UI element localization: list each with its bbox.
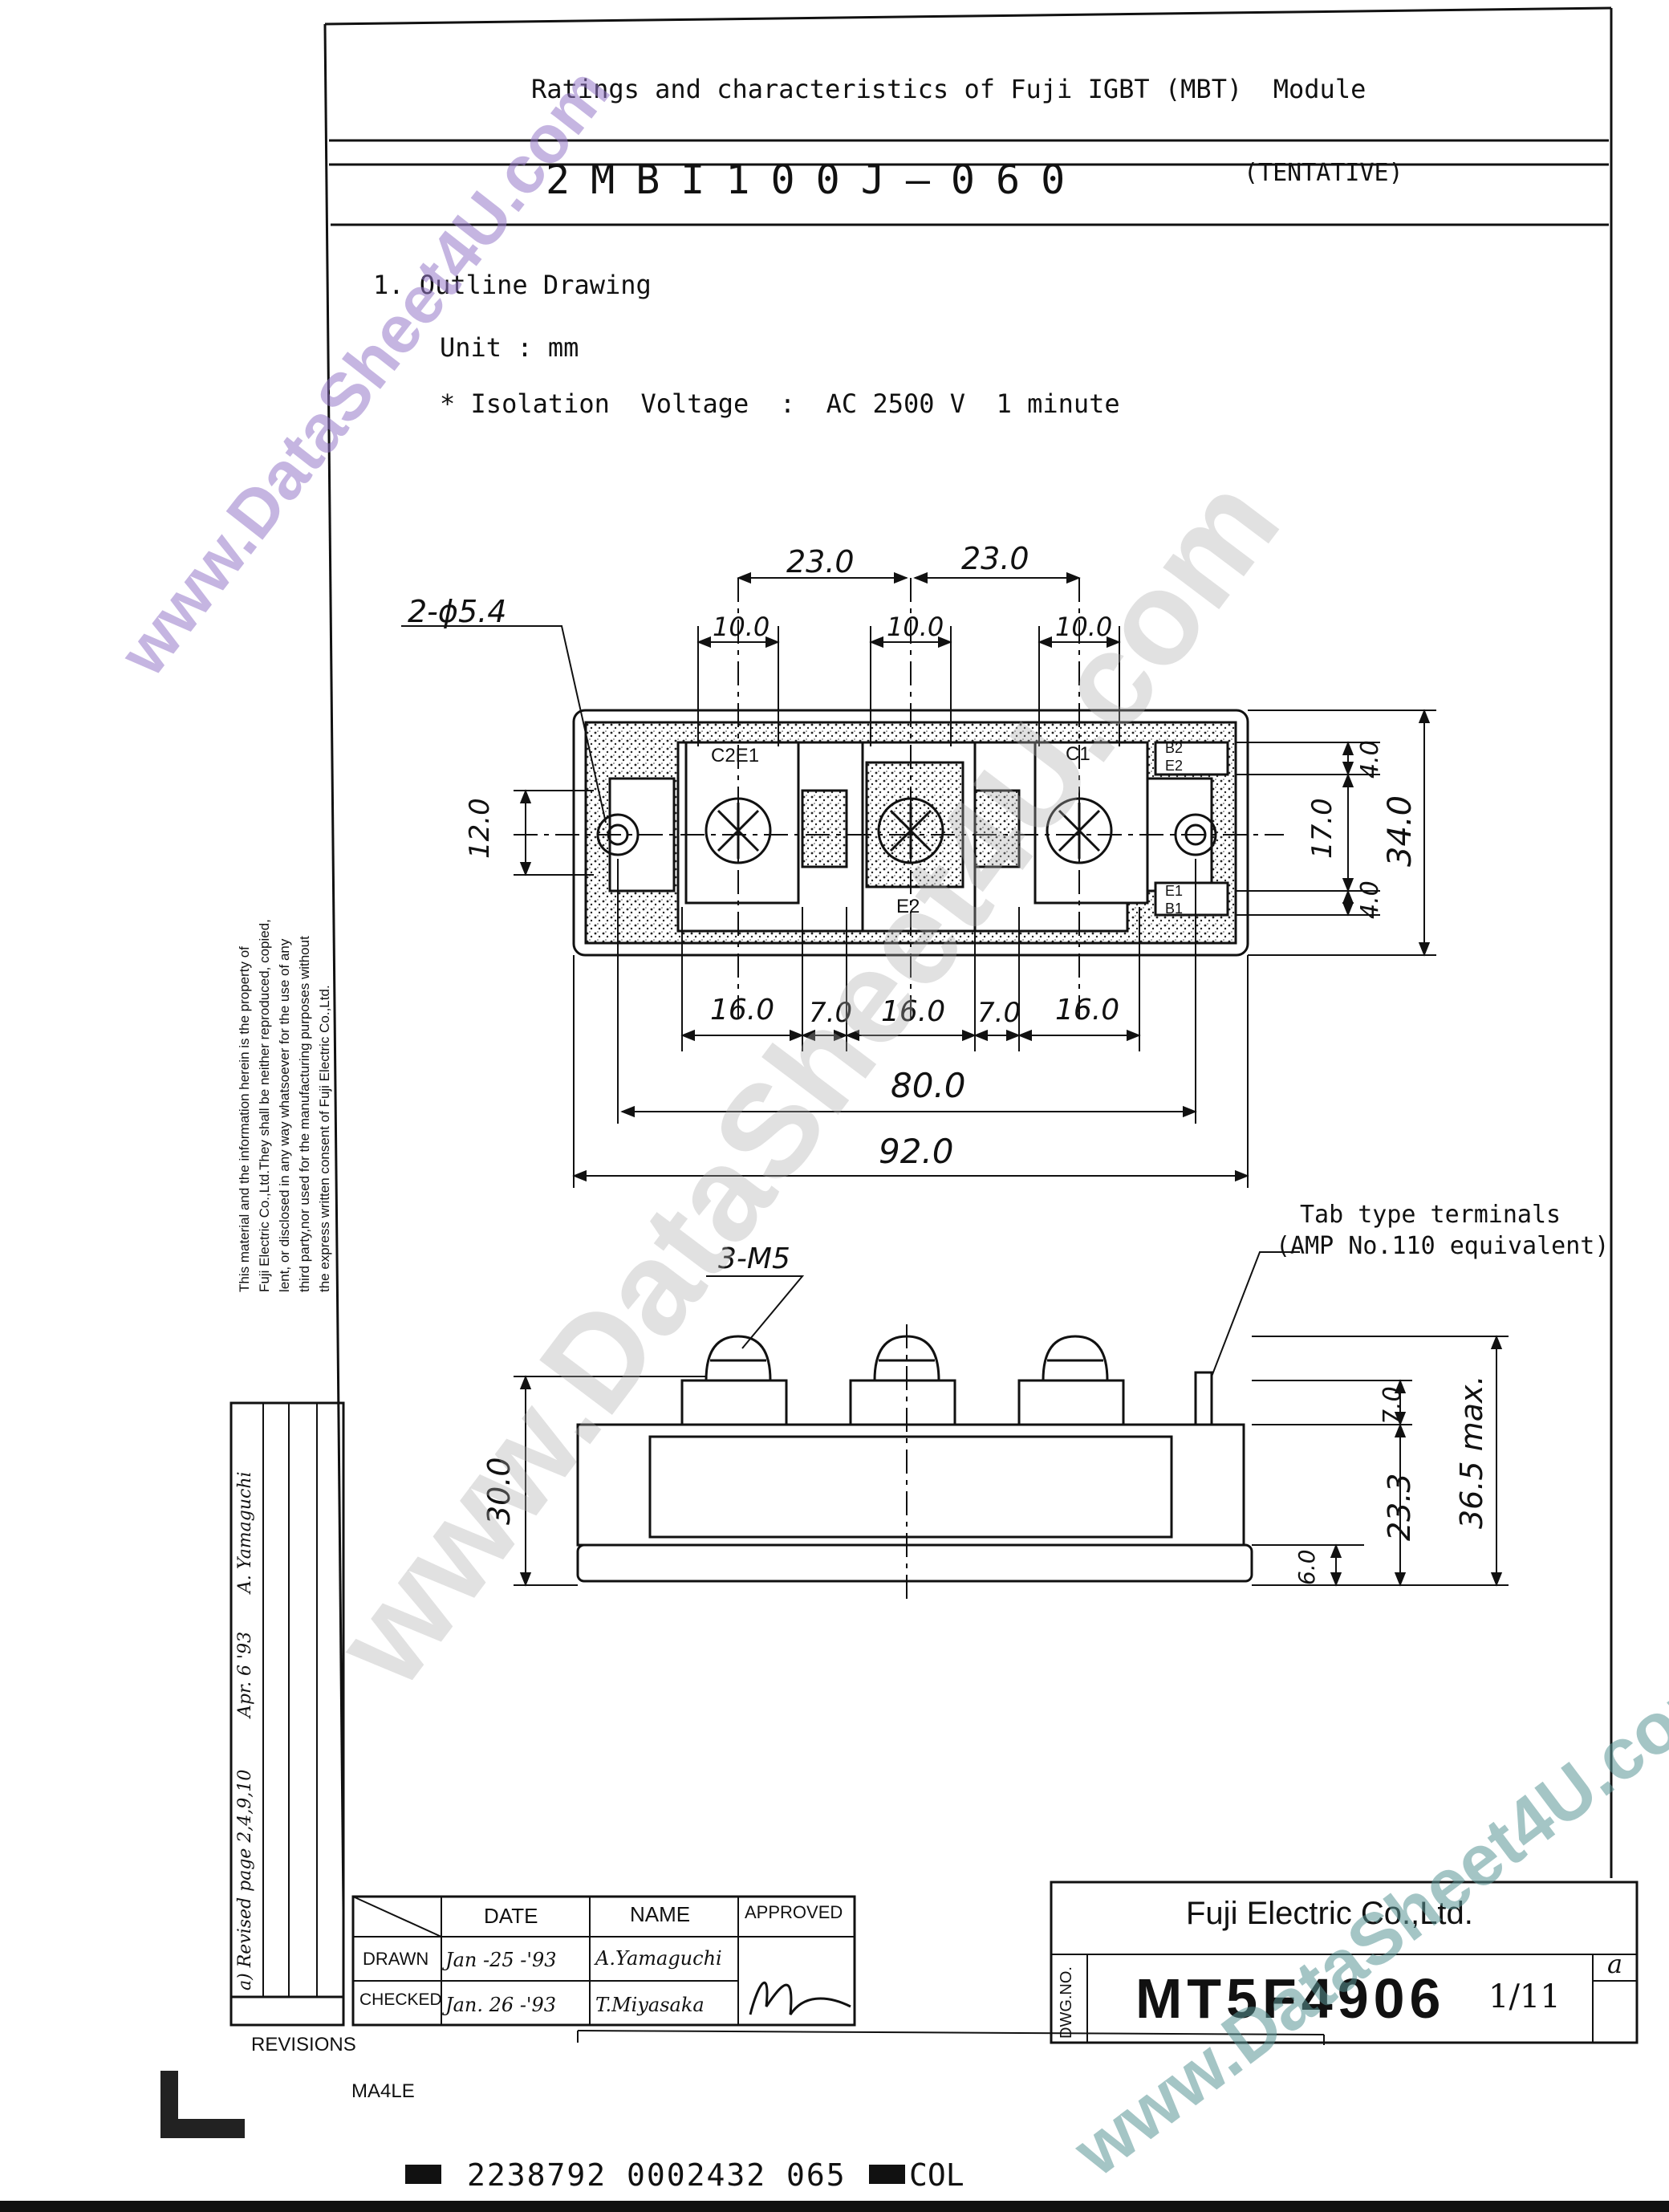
dim-pitch-right: 23.0	[961, 541, 1029, 576]
dim-mounting-holes: 2-ϕ5.4	[408, 594, 507, 629]
form-code: MA4LE	[351, 2080, 415, 2102]
revision-entry-name: A. Yamaguchi	[235, 1471, 255, 1593]
barcode-block-1	[405, 2165, 441, 2184]
tab-note-line1: Tab type terminals	[1300, 1201, 1561, 1229]
dim-seg-4: 7.0	[977, 997, 1021, 1029]
revision-entry-pages: a) Revised page 2,4,9,10	[235, 1769, 255, 1990]
sheet-number: 1/11	[1488, 1978, 1561, 2015]
barcode-text: 2238792 0002432 065	[467, 2157, 847, 2193]
terminal-label-b2: B2	[1165, 740, 1184, 756]
barcode-block-2	[869, 2165, 905, 2184]
title-block-grid	[351, 1881, 1639, 2045]
barcode-suffix: COL	[909, 2157, 964, 2193]
dim-terminal-height: 17.0	[1306, 798, 1338, 859]
col-header-approved: APPROVED	[745, 1902, 843, 1922]
proprietary-notice-line: lent, or disclosed in any way whatsoever…	[277, 938, 292, 1292]
drawing-number: MT5F4906	[1135, 1967, 1446, 2030]
dim-pitch-left: 23.0	[786, 544, 855, 579]
dim-terminal-block: 7.0	[1379, 1386, 1407, 1425]
revision-entry-date: Apr. 6 '93	[235, 1631, 255, 1718]
dim-screws: 3-M5	[718, 1242, 790, 1275]
tab-note-line2: (AMP No.110 equivalent)	[1276, 1232, 1610, 1260]
terminal-label-e1: E1	[1165, 883, 1184, 899]
drawing-frame	[323, 6, 1613, 1911]
dim-seg-5: 16.0	[1055, 994, 1120, 1027]
revisions-table	[229, 1401, 345, 2027]
terminal-label-c2e1: C2E1	[711, 745, 760, 766]
top-view-outline	[514, 578, 1284, 1019]
col-header-date: DATE	[484, 1904, 538, 1928]
row-label-checked: CHECKED	[359, 1990, 442, 2009]
proprietary-notice: This material and the information herein…	[234, 919, 335, 1292]
dim-total-length: 92.0	[879, 1132, 954, 1171]
dim-body-height: 23.3	[1382, 1473, 1417, 1541]
terminal-label-e2: E2	[896, 896, 920, 917]
terminal-label-e2-small: E2	[1165, 758, 1184, 774]
dim-hole-pitch: 80.0	[891, 1066, 966, 1105]
terminal-label-c1: C1	[1066, 743, 1090, 765]
col-header-name: NAME	[630, 1902, 691, 1926]
side-view-outline	[576, 1324, 1253, 1605]
dim-seg-3: 16.0	[881, 995, 946, 1028]
proprietary-notice-line: third party,nor used for the manufacturi…	[297, 936, 312, 1292]
proprietary-notice-line: Fuji Electric Co.,Ltd.They shall be neit…	[257, 919, 272, 1292]
dim-terminal-width-1: 10.0	[713, 612, 770, 642]
checked-date: Jan. 26 -'93	[445, 1994, 557, 2016]
drawn-date: Jan -25 -'93	[445, 1949, 557, 1971]
dim-terminal-width-3: 10.0	[1055, 612, 1113, 642]
checked-name: T.Miyasaka	[595, 1994, 705, 2016]
top-view-dimensions	[401, 571, 1436, 1188]
section-heading: 1. Outline Drawing	[373, 270, 652, 300]
side-view-dimensions	[514, 1251, 1509, 1587]
dim-max-height: 36.5 max.	[1454, 1375, 1489, 1529]
corner-mark-base	[160, 2119, 245, 2138]
isolation-note: * Isolation Voltage : AC 2500 V 1 minute	[440, 388, 1120, 419]
document-title: Ratings and characteristics of Fuji IGBT…	[531, 74, 1366, 104]
dim-base-plate: 6.0	[1293, 1549, 1320, 1585]
dim-gap-bottom: 4.0	[1356, 880, 1384, 919]
revision-letter: a	[1607, 1949, 1623, 1979]
tentative-status: (TENTATIVE)	[1244, 159, 1403, 187]
company-name: Fuji Electric Co.,Ltd.	[1186, 1896, 1473, 1931]
part-number: 2MBI100J—060	[546, 157, 1086, 203]
dim-height-left: 12.0	[464, 798, 496, 859]
dwg-no-label: DWG.NO.	[1058, 1966, 1075, 2039]
drawn-name: A.Yamaguchi	[595, 1947, 722, 1970]
proprietary-notice-line: This material and the information herein…	[237, 946, 252, 1292]
bottom-edge-band	[0, 2201, 1669, 2212]
dim-total-height: 34.0	[1382, 795, 1419, 867]
approver-signature	[749, 1982, 851, 2015]
proprietary-notice-line: the express written consent of Fuji Elec…	[317, 985, 332, 1292]
revisions-label: REVISIONS	[251, 2034, 356, 2055]
dim-seg-1: 16.0	[710, 994, 775, 1027]
dim-gap-top: 4.0	[1356, 740, 1384, 779]
row-label-drawn: DRAWN	[363, 1949, 429, 1969]
dim-seg-2: 7.0	[809, 997, 853, 1029]
unit-note: Unit : mm	[440, 332, 579, 363]
terminal-label-b1: B1	[1165, 901, 1184, 917]
dim-terminal-width-2: 10.0	[887, 612, 944, 642]
